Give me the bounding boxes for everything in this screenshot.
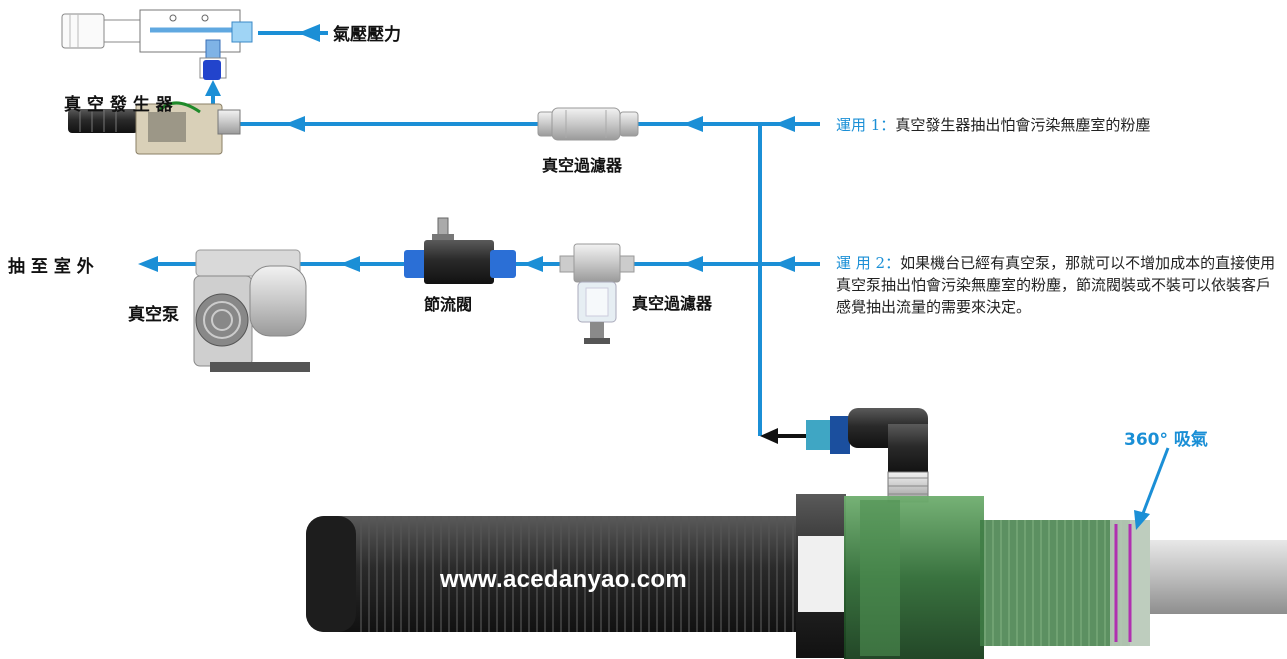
flow-arrow-icon [775, 116, 795, 132]
website-url: www.acedanyao.com [440, 566, 687, 593]
flow-arrow-icon [523, 256, 543, 272]
flow-arrow-icon [683, 116, 703, 132]
vacuum-generator-image [61, 9, 253, 80]
flow-arrows [138, 24, 795, 272]
flow-arrow-icon [138, 256, 158, 272]
vacuum-filter-inline-image [537, 107, 639, 141]
elbow-fitting-image [806, 408, 929, 503]
vacuum-filter-mid-label: 真空過濾器 [632, 294, 713, 313]
flow-arrow-icon [285, 116, 305, 132]
vacuum-filter-bowl-image [559, 243, 635, 344]
usage-note-2-prefix: 運 用 2： [836, 254, 901, 272]
throttle-valve-label: 節流閥 [424, 295, 473, 314]
vacuum-filter-top-label: 真空過濾器 [542, 156, 623, 175]
vacuum-generator-label: 真 空 發 生 器 [64, 95, 173, 115]
vacuum-pump-label: 真空泵 [128, 305, 179, 325]
air-pressure-label: 氣壓壓力 [333, 25, 401, 45]
exhaust-outdoor-label: 抽 至 室 外 [8, 257, 94, 277]
intake-360-label: 360° 吸氣 [1124, 430, 1208, 450]
piping [150, 31, 820, 436]
vacuum-generator-muffler-image [68, 101, 241, 155]
flow-arrow-icon [205, 80, 221, 96]
flow-arrow-icon [683, 256, 703, 272]
black-arrow-icon [760, 428, 806, 444]
vacuum-pump-image [193, 249, 310, 372]
flow-arrow-icon [775, 256, 795, 272]
flow-arrow-icon [340, 256, 360, 272]
throttle-valve-image [404, 217, 516, 284]
shock-absorber-image [306, 494, 1287, 659]
usage-note-2: 運 用 2：如果機台已經有真空泵，那就可以不增加成本的直接使用真空泵抽出怕會污染… [836, 252, 1284, 318]
usage-note-1-text: 真空發生器抽出怕會污染無塵室的粉塵 [895, 116, 1151, 134]
usage-note-1-prefix: 運用 1： [836, 116, 896, 134]
air-arrow-icon [298, 24, 320, 42]
intake-arrow-icon [1134, 447, 1170, 530]
usage-note-2-text: 如果機台已經有真空泵，那就可以不增加成本的直接使用真空泵抽出怕會污染無塵室的粉塵… [836, 254, 1276, 316]
usage-note-1: 運用 1：真空發生器抽出怕會污染無塵室的粉塵 [836, 114, 1276, 136]
pipe-top-branch [211, 95, 760, 126]
